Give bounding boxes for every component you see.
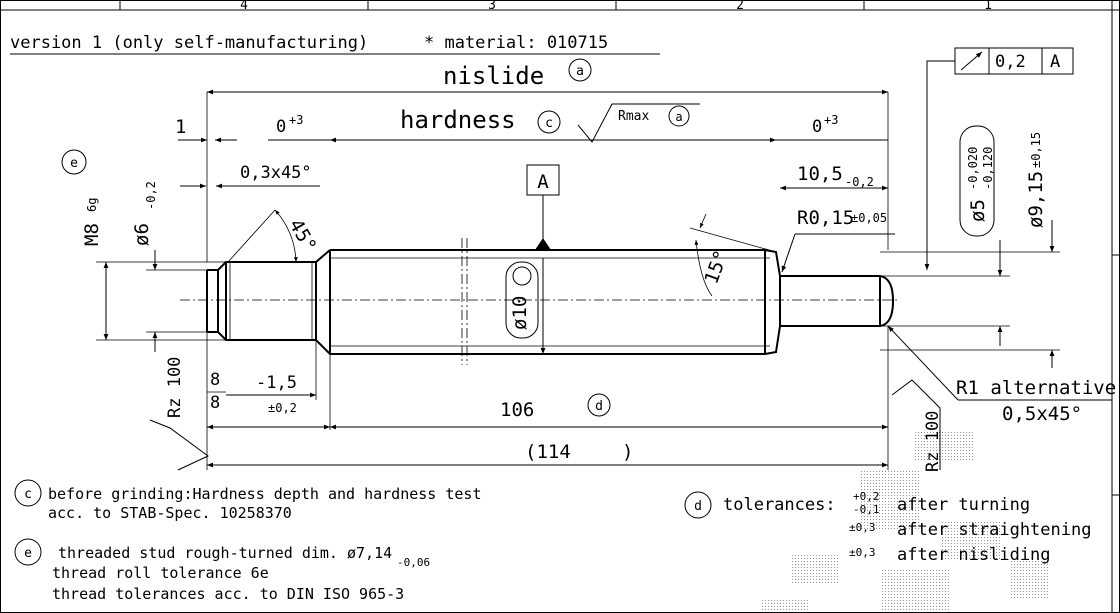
svg-text:M8: M8 <box>81 223 103 246</box>
svg-text:a: a <box>675 110 682 124</box>
len-106: 106 <box>500 399 534 421</box>
svg-text:after nisliding: after nisliding <box>897 545 1051 565</box>
dim-1: 1 <box>175 116 186 138</box>
svg-text:Rmax: Rmax <box>618 109 649 124</box>
tol-right: 0 <box>812 117 822 137</box>
dim-dia-10: ø10 <box>505 258 546 354</box>
dim-m8: M8 6g <box>81 198 226 341</box>
svg-text:after straightening: after straightening <box>897 520 1091 540</box>
nislide-label: nislide <box>443 62 544 90</box>
zone-2: 2 <box>736 0 744 13</box>
len-1-5-tol: ±0,2 <box>268 401 297 415</box>
svg-text:e: e <box>24 546 32 561</box>
zone-4: 4 <box>240 0 248 13</box>
svg-text:thread roll tolerance 6e: thread roll tolerance 6e <box>52 564 269 582</box>
svg-text:±0,3: ±0,3 <box>849 521 876 534</box>
svg-text:+0,2: +0,2 <box>853 490 880 503</box>
circle-e-left: e <box>61 149 87 175</box>
svg-text:c: c <box>545 116 553 131</box>
svg-text:c: c <box>24 487 32 502</box>
zone-3: 3 <box>488 0 496 13</box>
svg-text:0,2: 0,2 <box>995 52 1026 72</box>
radius-r015: R0,15 <box>797 207 854 229</box>
dim-dia-5: ø5 -0,020 -0,120 <box>880 125 1010 346</box>
hardness-label: hardness <box>400 106 516 134</box>
tol-right-sup: +3 <box>824 113 838 127</box>
angle-15: 15° <box>689 213 777 297</box>
shaft-outline <box>180 238 900 365</box>
zone-1: 1 <box>984 0 992 13</box>
svg-text:45°: 45° <box>284 215 320 256</box>
svg-text:thread tolerances acc. to DIN: thread tolerances acc. to DIN ISO 965-3 <box>52 585 404 603</box>
roughness-rz-left: Rz 100 <box>149 357 209 471</box>
datum-a: A <box>526 164 560 250</box>
svg-text:ø9,15: ø9,15 <box>1025 171 1047 228</box>
svg-text:-0,1: -0,1 <box>853 503 880 516</box>
runout-frame: 0,2 A <box>924 47 1074 270</box>
svg-text:Rz 100: Rz 100 <box>165 357 185 418</box>
angle-45: 45° <box>227 209 321 263</box>
svg-text:ø10: ø10 <box>509 296 531 330</box>
svg-text:before grinding:Hardness depth: before grinding:Hardness depth and hardn… <box>48 485 481 503</box>
svg-text:threaded stud rough-turned dim: threaded stud rough-turned dim. ø7,14 <box>58 544 392 562</box>
circle-a-top: a <box>568 58 592 82</box>
len-10-5-tol: -0,2 <box>845 175 874 189</box>
svg-text:e: e <box>70 156 78 171</box>
svg-text:0,5x45°: 0,5x45° <box>1002 403 1082 425</box>
note-e: e threaded stud rough-turned dim. ø7,14 … <box>14 538 430 603</box>
len-10-5: 10,5 <box>797 163 843 185</box>
svg-text:a: a <box>576 64 584 79</box>
len-1-5: -1,5 <box>256 373 297 393</box>
note-d: d tolerances: +0,2 -0,1 after turning ±0… <box>684 490 1091 565</box>
svg-text:A: A <box>1050 52 1060 72</box>
radius-r015-tol: ±0,05 <box>851 211 887 225</box>
surface-roughness-symbol: Rmax a <box>577 103 700 143</box>
svg-text:-0,06: -0,06 <box>397 556 430 569</box>
tol-left-sup: +3 <box>289 113 303 127</box>
dim-dia-6: ø6 -0,2 <box>131 181 207 352</box>
svg-text:Rz 100: Rz 100 <box>923 411 943 472</box>
len-8-bottom: 8 <box>210 393 220 413</box>
dim-dia-915: ø9,15 ±0,15 <box>880 132 1060 368</box>
svg-text:d: d <box>694 499 702 514</box>
version-note: version 1 (only self-manufacturing) <box>10 33 368 53</box>
tol-left: 0 <box>276 117 286 137</box>
svg-text:±0,15: ±0,15 <box>1029 132 1043 168</box>
dot-pattern <box>760 430 1050 612</box>
svg-text:ø5: ø5 <box>967 199 989 222</box>
svg-text:-0,020: -0,020 <box>966 147 980 190</box>
svg-text:tolerances:: tolerances: <box>723 495 836 515</box>
svg-text:-0,120: -0,120 <box>981 147 995 190</box>
svg-text:A: A <box>537 171 549 193</box>
svg-text:-0,2: -0,2 <box>144 181 158 210</box>
r1-alternative-callout: R1 alternative 0,5x45° <box>887 325 1116 425</box>
len-114-open: (114 <box>525 441 571 463</box>
circle-c-top: c <box>537 110 561 134</box>
note-c: c before grinding:Hardness depth and har… <box>14 479 481 522</box>
svg-text:after turning: after turning <box>897 495 1030 515</box>
len-8-top: 8 <box>210 370 220 390</box>
svg-text:acc. to STAB-Spec. 10258370: acc. to STAB-Spec. 10258370 <box>48 504 292 522</box>
svg-text:6g: 6g <box>85 198 99 212</box>
svg-text:±0,3: ±0,3 <box>849 546 876 559</box>
material-note: * material: 010715 <box>424 33 608 53</box>
circle-d-bottom: d <box>587 393 611 417</box>
roughness-rz-right: Rz 100 <box>891 379 943 472</box>
svg-text:15°: 15° <box>700 247 732 287</box>
len-114-close: ) <box>622 441 633 463</box>
chamfer-left: 0,3x45° <box>240 163 312 183</box>
svg-text:d: d <box>595 399 603 414</box>
svg-text:R1 alternative: R1 alternative <box>956 377 1116 399</box>
svg-text:ø6: ø6 <box>131 223 153 246</box>
